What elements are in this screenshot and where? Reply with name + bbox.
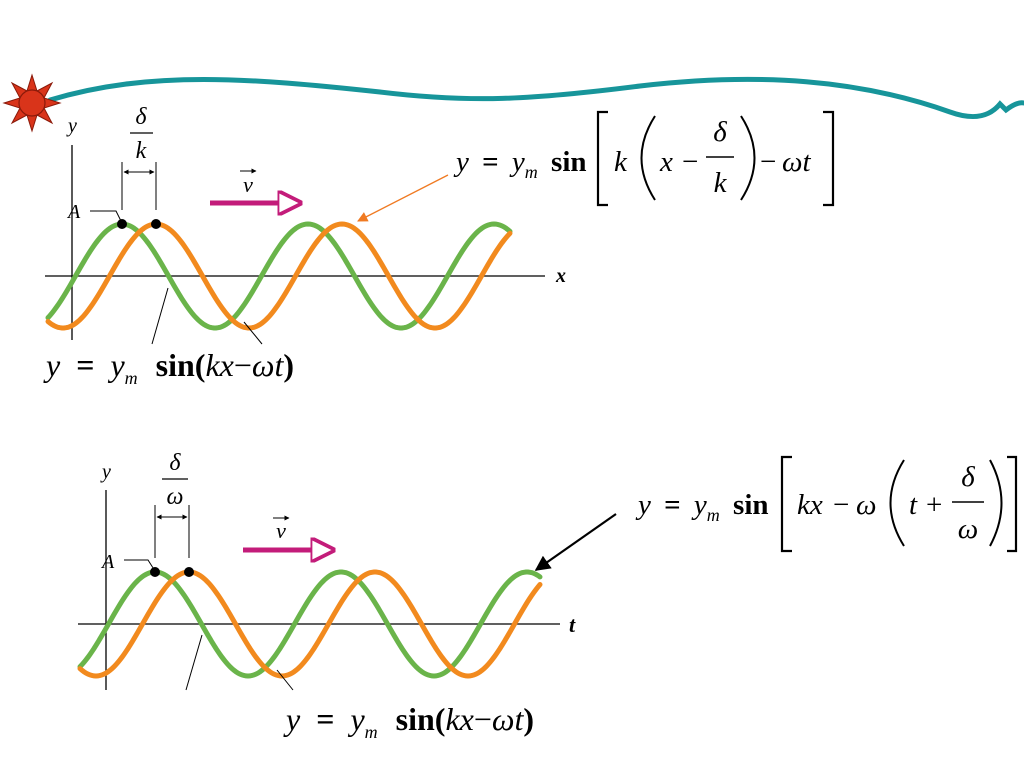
svg-text:−: − — [682, 146, 698, 178]
svg-text:ω: ω — [856, 489, 876, 521]
top-panel: y x A δ k v y = ym sin(kx−ωt) — [43, 104, 835, 391]
svg-text:y = ym: y = ym sin — [453, 146, 587, 185]
svg-text:y = ym: y = ym sin(kx−ωt) — [283, 701, 534, 745]
bottom-orange-wave — [77, 569, 543, 679]
bottom-point-a-leader — [124, 559, 156, 572]
svg-text:kx: kx — [797, 489, 823, 521]
svg-text:δ: δ — [961, 461, 975, 493]
top-green-formula: y = ym sin(kx−ωt) — [43, 347, 294, 391]
top-green-leader — [151, 287, 169, 345]
top-orange-peak-dot — [151, 219, 161, 229]
bottom-velocity-label: v — [276, 518, 286, 543]
bottom-t-axis-label: t — [569, 612, 576, 637]
top-velocity-label: v — [243, 172, 253, 197]
top-orange-leader — [243, 321, 263, 345]
bottom-green-leader — [185, 634, 203, 691]
top-point-a-label: A — [66, 201, 81, 223]
top-orange-formula: y = ym sin k x − δ k − ωt — [453, 110, 835, 207]
svg-text:y = ym: y = ym sin — [635, 489, 769, 528]
svg-text:t: t — [909, 489, 918, 521]
svg-text:y = ym: y = ym sin(kx−ωt) — [43, 347, 294, 391]
bottom-orange-leader — [276, 669, 294, 691]
svg-text:ω: ω — [958, 513, 978, 545]
top-shift-denominator: k — [136, 138, 147, 164]
bottom-green-peak-dot — [150, 567, 160, 577]
svg-text:x: x — [659, 146, 673, 178]
top-point-a-leader — [90, 210, 123, 224]
bottom-shift-numerator: δ — [169, 450, 181, 476]
bottom-panel: y t A δ ω v y = ym sin(kx−ωt) — [77, 450, 1018, 745]
top-y-axis-label: y — [66, 115, 77, 137]
top-x-axis-label: x — [555, 265, 566, 287]
bottom-orange-formula: y = ym sin kx − ω t + δ ω — [635, 455, 1018, 553]
svg-text:k: k — [614, 146, 628, 178]
bottom-point-a-label: A — [100, 551, 115, 573]
top-orange-pointer — [357, 174, 449, 222]
top-shift-numerator: δ — [135, 104, 147, 130]
svg-text:−: − — [833, 489, 849, 521]
svg-text:k: k — [714, 167, 728, 199]
svg-text:−: − — [760, 146, 776, 178]
svg-text:+: + — [926, 489, 942, 521]
top-green-peak-dot — [117, 219, 127, 229]
bottom-orange-pointer — [534, 513, 617, 571]
bottom-y-axis-label: y — [100, 461, 111, 483]
sun-icon — [2, 73, 62, 133]
svg-text:ωt: ωt — [782, 146, 811, 178]
bottom-shift-denominator: ω — [167, 484, 184, 510]
banner-wave — [47, 76, 1024, 120]
bottom-green-formula: y = ym sin(kx−ωt) — [283, 701, 534, 745]
svg-text:δ: δ — [713, 116, 727, 148]
top-orange-wave — [45, 221, 513, 331]
bottom-orange-peak-dot — [184, 567, 194, 577]
